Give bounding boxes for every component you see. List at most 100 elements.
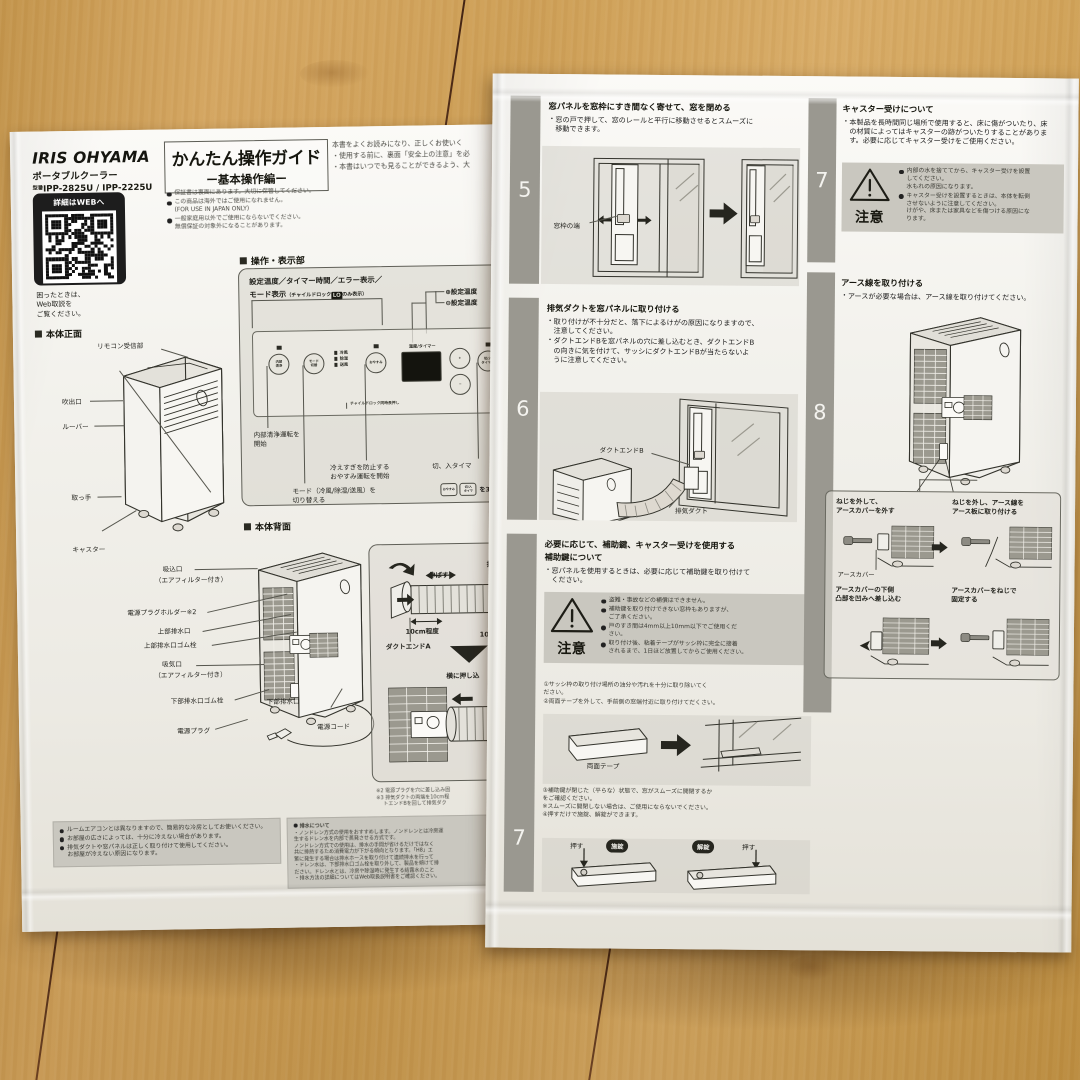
step-7-numbered-list: ①サッシ枠の取り付け場所の油分や汚れを十分に取り除いてく ださい。 ②両面テープ… — [543, 682, 813, 710]
bullet-dot-icon — [601, 599, 606, 604]
internal-clean-button-group[interactable]: 内部 清浄 — [268, 345, 290, 375]
callout-internal-clean: 内部清浄運転を 開始 — [253, 430, 300, 448]
brand-product: ポータブルクーラー — [32, 170, 118, 183]
sleep-button[interactable]: おやすみ — [365, 352, 387, 374]
childlock-caption: チャイルドロック同時長押し — [350, 399, 400, 406]
bullet-dot-icon — [898, 169, 904, 175]
step-number-tab-6: 6 — [506, 297, 539, 520]
mode-indicator-dot-icon — [334, 351, 338, 355]
brand-block: IRIS OHYAMA ポータブルクーラー 型番IPP-2825U / IPP-… — [32, 148, 165, 195]
bullet-dot-icon — [167, 218, 172, 224]
list-item: 補助鍵を取り付けできない窓枠もありますが、 ご了承ください。 — [601, 607, 805, 624]
temp-up-button[interactable]: + — [449, 347, 471, 370]
section-heading-control-panel: 操作・表示部 — [239, 253, 305, 267]
bullet-text: ダクトエンドBを窓パネルの穴に差し込むとき、ダクトエンドB の向きに気を付けて、… — [553, 336, 755, 365]
section-heading-label: 本体正面 — [45, 329, 83, 341]
bullet-dot-icon — [59, 828, 64, 834]
guide-header-notes: 本書をよくお読みになり、正しくお使いく ・使用する前に、裏面「安全上の注意」を必… — [332, 138, 510, 173]
internal-clean-button-label: 内部 清浄 — [275, 359, 283, 368]
earth-detail-panel: ねじを外して、 アースカバーを外す ねじを外し、アース線を アース板に取り付ける… — [823, 490, 1062, 681]
sleep-key-icon: おやすみ — [440, 482, 458, 497]
guide-title-box: かんたん操作ガイド ー基本操作編ー — [163, 138, 329, 194]
sleep-button-group[interactable]: おやすみ — [365, 344, 387, 374]
rear-label-air-inlet-filter: （エアフィルター付き） — [154, 670, 227, 680]
caution-mark: 注意 — [847, 168, 894, 227]
step-5-title: 窓パネルを窓枠にすき間なく寄せて、窓を閉める — [548, 100, 731, 113]
timer-key-icon: 切/入タイマ — [459, 482, 477, 496]
front-label-handle: 取っ手 — [71, 493, 92, 503]
caster-section-body: キャスター受けについて ・ 本製品を長時間同じ場所で使用すると、床に傷がついたり… — [842, 103, 1066, 149]
square-bullet-icon — [243, 523, 252, 531]
qr-web-card[interactable]: 詳細はWEBへ — [32, 192, 127, 286]
temp-down-button[interactable]: − — [449, 373, 471, 396]
step-6-figure: ダクトエンドB 排気ダクト — [538, 391, 799, 527]
mode-indicator: 送風 — [334, 362, 348, 368]
bullet-dot-icon: ・ — [840, 291, 848, 300]
mode-indicator-label: 送風 — [339, 361, 349, 367]
qr-card-title: 詳細はWEBへ — [53, 197, 105, 208]
temp-up-label: ⊕設定温度 — [445, 287, 478, 297]
qr-note: 困ったときは、 Web取説を ご覧ください。 — [36, 291, 85, 320]
rear-label-intake-filter: （エアフィルター付き） — [154, 575, 228, 585]
window-panel-illustration — [592, 157, 799, 279]
list-item: 盗難・事故などの補償はできません。 — [601, 597, 805, 607]
leader-line — [381, 298, 383, 326]
duct-attach-window-illustration — [552, 398, 789, 527]
step-6-title: 排気ダクトを窓パネルに取り付ける — [546, 302, 680, 315]
paper-crease — [485, 899, 1072, 921]
earth-detail-caption-3: アースカバーの下側 凸部を凹みへ差し込む — [835, 585, 902, 603]
bullet-text: 窓の戸で押して、窓のレールと平行に移動させるとスムーズに 移動できます。 — [555, 114, 754, 134]
earth-detail-caption-4: アースカバーをねじで 固定する — [951, 586, 1017, 604]
mode-button[interactable]: モード 切替 — [303, 353, 325, 375]
caution-text: 取り付け後、粘着テープがサッシ枠に完全に接着 されるまで、1日ほど放置してからご… — [608, 640, 748, 656]
childlock-paren-a: （チャイルドロック — [286, 291, 332, 299]
bullet-dot-icon — [166, 201, 172, 206]
bullet-dot-icon — [600, 625, 606, 630]
header-note-line: ・本書はいつでも見ることができるよう、大 — [332, 160, 471, 171]
leader-line — [435, 302, 445, 304]
lock-press-illustration — [571, 848, 777, 890]
display-legend: 設定温度／タイマー時間／エラー表示／ モード表示（チャイルドロックLOのみ表示） — [249, 272, 505, 301]
rear-label-upper-drain: 上部排水口 — [157, 627, 191, 636]
bullet-text: 窓パネルを使用するときは、必要に応じて補助鍵を取り付けて ください。 — [551, 565, 751, 585]
mode-button-group[interactable]: モード 切替 — [303, 353, 325, 375]
wood-grain-knot — [300, 60, 370, 88]
duct-label-duct-end-a: ダクトエンドA — [385, 642, 431, 652]
qr-code[interactable] — [41, 209, 118, 283]
caution-mark: 注意 — [549, 597, 596, 658]
step-6-bullets: ・ 取り付けが不十分だと、落下によるけがの原因になりますので、 注意してください… — [546, 316, 804, 366]
caution-word: 注意 — [557, 641, 587, 658]
control-panel-figure: 設定温度／タイマー時間／エラー表示／ モード表示（チャイルドロックLOのみ表示）… — [237, 264, 518, 507]
left-manual-sheet[interactable]: IRIS OHYAMA ポータブルクーラー 型番IPP-2825U / IPP-… — [9, 124, 523, 932]
list-item: ・ ダクトエンドBを窓パネルの穴に差し込むとき、ダクトエンドB の向きに気を付け… — [546, 336, 804, 367]
mode-indicator-dot-icon — [334, 362, 338, 367]
note-text: 排気ダクトや窓パネルは正しく取り付けて使用してください。 お部屋が冷えない原因に… — [67, 842, 232, 859]
step-7-lock-figure: 押す 施錠 解錠 押す — [541, 837, 811, 895]
caution-text: キャスター受けを設置するときは、本体を転倒 させないように注意してください。 け… — [906, 192, 1031, 223]
numbered-item: ④押すだけで施錠、解錠ができます。 — [542, 812, 642, 820]
right-manual-sheet[interactable]: 5 窓パネルを窓枠にすき間なく寄せて、窓を閉める ・ 窓の戸で押して、窓のレール… — [485, 73, 1079, 953]
rear-view-illustration — [258, 552, 375, 747]
warning-triangle-icon — [849, 168, 890, 202]
temp-down-label: ⊖設定温度 — [445, 298, 478, 308]
note-box-drainage: 排水について ・ノンドレン方式の使用をおすすめします。ノンドレンとは冷房運 生す… — [286, 814, 520, 889]
section-heading-label: 本体背面 — [254, 522, 292, 534]
section-heading-rear-view: 本体背面 — [243, 520, 292, 534]
lcd-caption: 温度/タイマー — [408, 343, 436, 349]
brand-name: IRIS OHYAMA — [32, 147, 150, 168]
caution-text: 盗難・事故などの補償はできません。 — [608, 597, 709, 605]
square-bullet-icon — [239, 257, 247, 265]
duct-label-push-sideways: 横に押し込 — [446, 671, 480, 681]
caution-word: 注意 — [855, 209, 885, 226]
step-number-5: 5 — [518, 177, 532, 202]
step-7-tape-figure: 両面テープ — [542, 713, 812, 787]
caution-items: 盗難・事故などの補償はできません。 補助鍵を取り付けできない窓枠もありますが、 … — [600, 597, 806, 660]
internal-clean-button[interactable]: 内部 清浄 — [268, 353, 290, 375]
leader-line — [411, 302, 427, 304]
page-number-right-top: 7 — [815, 168, 829, 193]
rear-label-intake: 吸込口 — [162, 565, 183, 574]
rear-label-plug-holder: 電源プラグホルダー※2 — [127, 608, 197, 618]
step-5-body: 窓パネルを窓枠にすき間なく寄せて、窓を閉める ・ 窓の戸で押して、窓のレールと平… — [548, 100, 800, 137]
caution-text: 補助鍵を取り付けできない窓枠もありますが、 ご了承ください。 — [608, 606, 733, 621]
rear-label-lower-drain: 下部排水口 — [266, 697, 300, 707]
